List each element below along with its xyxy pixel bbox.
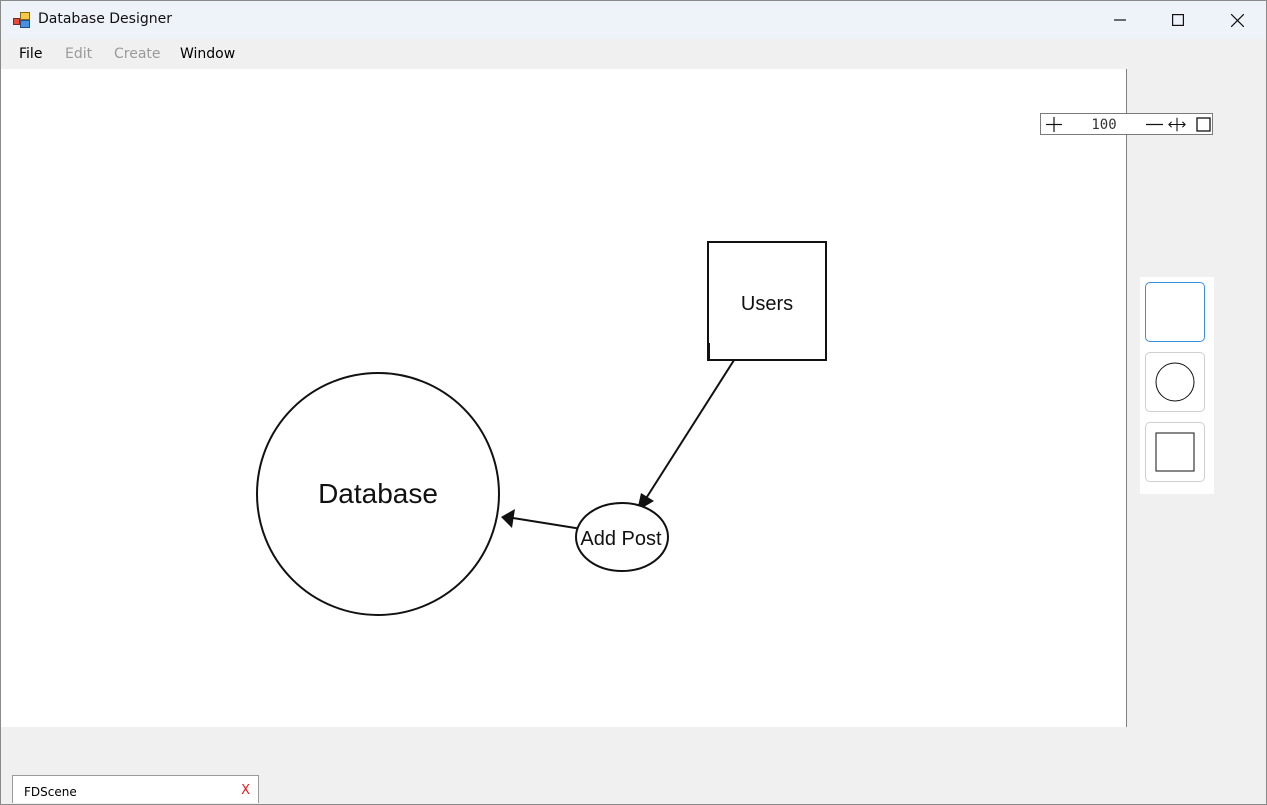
node-users-label: Users: [741, 293, 793, 315]
shape-toolbox: [1140, 277, 1214, 494]
rectangle-tool-button[interactable]: [1145, 422, 1205, 482]
scene-tab[interactable]: FDScene X: [12, 775, 259, 803]
panel-divider[interactable]: [1126, 69, 1127, 727]
maximize-icon: [1172, 14, 1184, 26]
circle-icon: [1155, 362, 1195, 402]
circle-tool-button[interactable]: [1145, 352, 1205, 412]
minimize-icon: [1114, 19, 1126, 21]
tab-close-button[interactable]: X: [241, 783, 250, 798]
diagram-svg: Database Users Add Post: [256, 241, 827, 616]
node-users[interactable]: Users: [707, 241, 827, 361]
arrowhead-icon: [501, 509, 515, 528]
node-add-post-label: Add Post: [580, 528, 662, 550]
minimize-button[interactable]: [1091, 1, 1149, 39]
window-title: Database Designer: [38, 11, 172, 27]
menu-window[interactable]: Window: [180, 46, 236, 62]
menu-create[interactable]: Create: [114, 46, 161, 62]
fit-width-icon[interactable]: [1168, 116, 1186, 133]
edge-users-to-add-post[interactable]: [644, 356, 737, 501]
scene-tab-label: FDScene: [24, 785, 77, 799]
node-add-post[interactable]: Add Post: [575, 502, 669, 572]
close-icon: [1230, 13, 1244, 27]
menu-file[interactable]: File: [19, 46, 43, 62]
node-database[interactable]: Database: [256, 372, 500, 616]
title-bar: Database Designer: [1, 1, 1266, 39]
zoom-out-icon[interactable]: [1145, 116, 1163, 133]
app-icon: [13, 12, 30, 28]
select-tool-button[interactable]: [1145, 282, 1205, 342]
close-button[interactable]: [1208, 1, 1266, 39]
fit-page-icon[interactable]: [1195, 116, 1213, 133]
square-icon: [1155, 432, 1195, 472]
zoom-toolbar: 100: [1040, 113, 1213, 135]
node-database-label: Database: [318, 478, 438, 509]
diagram-canvas[interactable]: Database Users Add Post: [1, 69, 1126, 727]
menu-edit[interactable]: Edit: [65, 46, 93, 62]
edge-add-post-to-database[interactable]: [512, 517, 589, 531]
menu-bar: File Edit Create Window: [1, 39, 1266, 69]
maximize-button[interactable]: [1149, 1, 1207, 39]
zoom-level: 100: [1091, 117, 1117, 133]
zoom-in-icon[interactable]: [1045, 116, 1063, 133]
